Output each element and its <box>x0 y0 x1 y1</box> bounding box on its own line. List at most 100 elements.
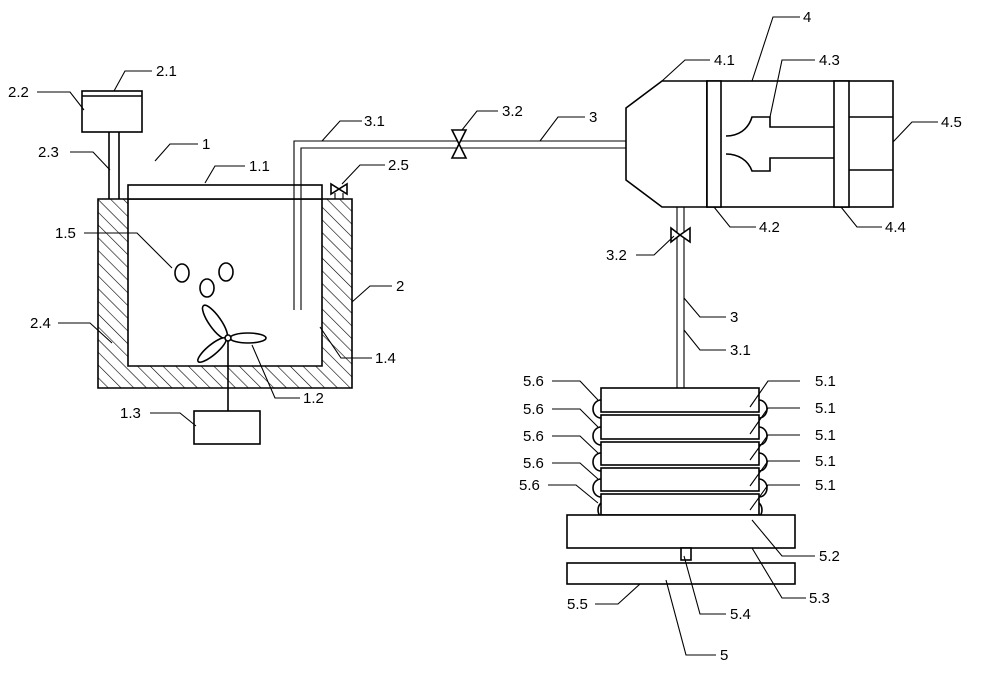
label-5-1-e: 5.1 <box>815 477 836 494</box>
stirrer-motor <box>193 410 261 445</box>
label-5-1-a: 5.1 <box>815 373 836 390</box>
label-3-1-top: 3.1 <box>364 113 385 130</box>
leader-4-2 <box>713 206 756 228</box>
leader-3-2-right <box>636 235 675 256</box>
valve-left-triangle <box>670 226 682 244</box>
top-pipe-valve <box>450 129 468 159</box>
label-4-4: 4.4 <box>885 219 906 236</box>
valve-lower-triangle <box>450 142 468 159</box>
label-2-3: 2.3 <box>38 144 59 161</box>
base-plate-lower <box>566 562 796 585</box>
label-5-6-c: 5.6 <box>523 428 544 445</box>
label-5-4: 5.4 <box>730 606 751 623</box>
label-1-3: 1.3 <box>120 405 141 422</box>
seal-left <box>592 399 602 419</box>
label-5-6-a: 5.6 <box>523 373 544 390</box>
vent-valve <box>330 182 348 199</box>
label-5-5: 5.5 <box>567 596 588 613</box>
label-5-1-c: 5.1 <box>815 427 836 444</box>
leader-2-5 <box>341 164 385 185</box>
leader-4-5 <box>892 121 938 143</box>
leader-5-1-a <box>749 380 800 408</box>
label-2-1: 2.1 <box>156 63 177 80</box>
leader-3-top <box>539 116 585 142</box>
label-1-4: 1.4 <box>375 350 396 367</box>
label-5-3: 5.3 <box>809 590 830 607</box>
leader-2 <box>351 285 392 303</box>
label-3-1-right: 3.1 <box>730 342 751 359</box>
pipe-inner-line <box>300 147 626 310</box>
label-5-6-e: 5.6 <box>519 477 540 494</box>
label-5-6-d: 5.6 <box>523 455 544 472</box>
label-2: 2 <box>396 278 404 295</box>
label-1-1: 1.1 <box>249 158 270 175</box>
label-1-2: 1.2 <box>303 390 324 407</box>
leader-5-1-c <box>749 434 800 461</box>
leader-5-5 <box>595 583 641 605</box>
stirrer-blade <box>197 337 227 363</box>
label-2-4: 2.4 <box>30 315 51 332</box>
leader-5-1-e <box>749 484 800 511</box>
label-3-top: 3 <box>589 109 597 126</box>
seal-left <box>592 452 602 472</box>
stack-plate <box>600 441 760 466</box>
leader-3-right <box>683 297 726 318</box>
leader-lines <box>37 16 938 656</box>
jacket-tank <box>97 198 353 389</box>
labels: 2.1 2.2 2.3 1 1.1 2.5 3.1 3.2 3 1.5 2.4 … <box>8 9 962 664</box>
vent-valve-left <box>330 182 341 196</box>
unit-4-inlet-hood <box>625 80 708 208</box>
leader-4-1 <box>661 59 710 82</box>
stirrer-hub <box>224 334 232 342</box>
leader-1 <box>154 143 198 162</box>
bubbles <box>174 262 234 298</box>
jacket-wall <box>97 198 353 389</box>
label-4: 4 <box>803 9 811 26</box>
label-3-2-top: 3.2 <box>502 103 523 120</box>
stack-plate <box>600 467 760 492</box>
leader-4-3 <box>769 59 815 118</box>
leader-3-1-top <box>321 120 362 142</box>
label-5-1-d: 5.1 <box>815 453 836 470</box>
stirrer-blade <box>229 332 267 344</box>
stack-plate <box>600 387 760 413</box>
leader-1-3 <box>150 412 197 427</box>
bubble <box>174 263 190 283</box>
leader-2-4 <box>58 322 113 344</box>
leader-3-2-top <box>461 110 498 131</box>
seal-left <box>592 426 602 446</box>
leader-5-6-a <box>552 380 599 401</box>
leader-5-6-e <box>548 484 599 504</box>
leader-1-1 <box>204 165 245 184</box>
connector-block <box>680 547 692 561</box>
label-4-3: 4.3 <box>819 52 840 69</box>
label-1: 1 <box>202 136 210 153</box>
label-2-2: 2.2 <box>8 84 29 101</box>
leader-1-5 <box>84 232 173 269</box>
valve-right-triangle <box>678 226 691 244</box>
leader-2-3 <box>70 151 111 171</box>
stack-plate <box>600 414 760 440</box>
leader-4-4 <box>840 206 882 228</box>
leader-5-6-c <box>552 435 599 454</box>
leader-2-2 <box>37 91 85 111</box>
leader-4 <box>751 16 800 82</box>
leader-1-2 <box>251 344 300 399</box>
plate-stack <box>566 387 796 585</box>
stirrer <box>193 304 267 445</box>
tank-lid <box>127 184 323 200</box>
bubble <box>199 278 215 298</box>
label-3-right: 3 <box>730 309 738 326</box>
unit-4-panel-right <box>833 80 850 208</box>
bubble <box>218 262 234 282</box>
down-pipe-valve <box>670 226 691 244</box>
leader-2-1 <box>113 70 152 92</box>
feed-hopper <box>81 90 143 199</box>
seal-right <box>758 478 768 498</box>
leader-5-3 <box>751 547 806 599</box>
label-1-5: 1.5 <box>55 225 76 242</box>
leader-5 <box>665 579 716 656</box>
hopper-box <box>81 90 143 133</box>
leader-5-6-d <box>552 462 599 480</box>
label-4-2: 4.2 <box>759 219 780 236</box>
